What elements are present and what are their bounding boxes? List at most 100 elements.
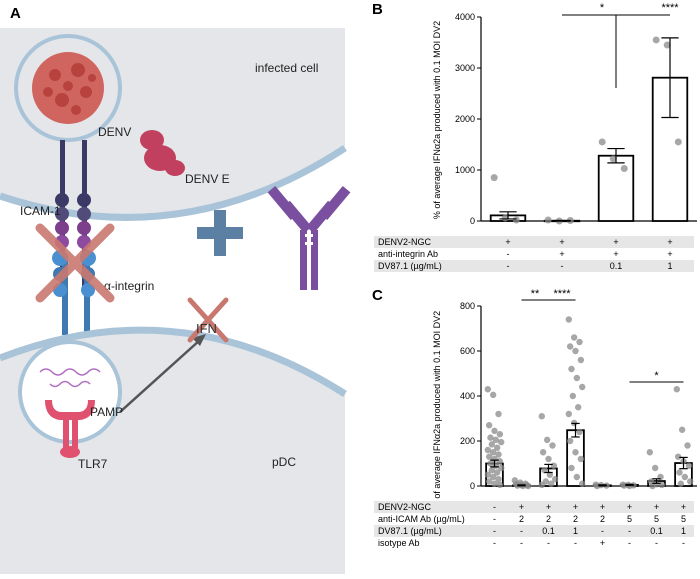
significance-label: * xyxy=(600,2,605,14)
infected-cell-label: infected cell xyxy=(255,61,318,75)
significance-label: **** xyxy=(661,2,679,14)
data-point xyxy=(566,437,574,445)
data-point xyxy=(544,216,552,224)
panel-b-letter: B xyxy=(372,1,383,18)
data-point xyxy=(485,478,493,485)
y-tick-label: 600 xyxy=(460,346,475,356)
table-cell: 2 xyxy=(519,514,524,524)
panel-a-letter: A xyxy=(10,5,21,22)
data-point xyxy=(489,449,497,456)
data-point xyxy=(541,467,548,474)
panel-b: B % of average IFNα2a produced with 0.1 … xyxy=(372,1,697,272)
data-point xyxy=(649,482,656,490)
table-cell: + xyxy=(505,237,510,247)
denv-e-label: DENV E xyxy=(185,172,230,186)
y-tick-label: 2000 xyxy=(455,114,475,124)
y-tick-label: 0 xyxy=(470,481,475,491)
table-row-label: DENV2-NGC xyxy=(378,502,432,512)
denv-e-protein xyxy=(140,130,185,176)
denv-label: DENV xyxy=(98,125,131,139)
ifn-blocked-cross xyxy=(187,297,229,343)
denv-virus-texture xyxy=(43,63,96,115)
table-cell: + xyxy=(559,249,564,259)
panel-a: A infected cell DENV DENV E xyxy=(0,5,351,574)
data-point xyxy=(512,216,520,224)
table-cell: 5 xyxy=(681,514,686,524)
data-point xyxy=(550,462,558,469)
data-point xyxy=(674,138,682,146)
y-tick-label: 800 xyxy=(460,301,475,311)
infected-cell-membrane xyxy=(0,145,347,221)
data-point xyxy=(484,471,492,478)
y-tick-label: 0 xyxy=(470,216,475,226)
data-point xyxy=(493,469,501,476)
table-row-bg xyxy=(374,501,694,513)
data-point xyxy=(488,441,496,448)
ifn-label: IFN xyxy=(196,321,217,336)
panel-b-condition-table: DENV2-NGC++++anti-integrin Ab-+++DV87.1 … xyxy=(374,236,694,272)
table-cell: 2 xyxy=(600,514,605,524)
y-tick-label: 200 xyxy=(460,436,475,446)
data-point xyxy=(652,36,660,44)
table-cell: - xyxy=(601,526,604,536)
endosome xyxy=(18,340,122,444)
data-point xyxy=(496,481,504,489)
significance-label: **** xyxy=(553,288,571,300)
data-point xyxy=(485,422,493,429)
data-point xyxy=(539,449,547,456)
data-point xyxy=(569,392,577,400)
data-point xyxy=(574,404,582,411)
data-point xyxy=(489,391,497,399)
data-point xyxy=(501,214,509,222)
data-point xyxy=(549,442,556,449)
table-cell: 0.1 xyxy=(542,526,555,536)
table-cell: 5 xyxy=(627,514,632,524)
pamp-label: PAMP xyxy=(90,405,123,419)
panel-c-ylabel: % of average IFNα2a produced with 0.1 MO… xyxy=(432,311,442,509)
table-cell: + xyxy=(627,502,632,512)
data-point xyxy=(678,426,686,433)
data-point xyxy=(674,453,682,460)
data-point xyxy=(681,473,689,481)
data-point xyxy=(551,476,559,483)
table-cell: - xyxy=(628,538,631,548)
data-point xyxy=(626,482,633,490)
data-point xyxy=(566,343,574,350)
table-cell: + xyxy=(559,237,564,247)
data-point xyxy=(646,449,654,456)
table-cell: - xyxy=(574,538,577,548)
data-point xyxy=(573,473,581,481)
data-point xyxy=(493,444,501,451)
data-point xyxy=(620,164,628,172)
data-point xyxy=(524,482,532,490)
data-point xyxy=(487,434,494,441)
data-point xyxy=(677,480,685,487)
data-point xyxy=(491,480,498,487)
data-point xyxy=(684,442,691,449)
data-point xyxy=(577,356,585,364)
data-point xyxy=(485,453,493,460)
significance-label: * xyxy=(654,370,659,382)
data-point xyxy=(568,464,575,472)
data-point xyxy=(577,455,585,463)
table-row-label: DENV2-NGC xyxy=(378,237,432,247)
pamp-rna xyxy=(39,368,101,376)
panel-b-ylabel: % of average IFNα2a produced with 0.1 MO… xyxy=(432,21,442,219)
icam1-label: ICAM-1 xyxy=(20,204,61,218)
table-cell: - xyxy=(520,526,523,536)
table-cell: - xyxy=(628,526,631,536)
data-point xyxy=(495,410,502,418)
data-point xyxy=(491,427,498,435)
pdc-cell-membrane xyxy=(0,326,347,397)
ifn-arrow xyxy=(119,339,201,413)
table-row-label: isotype Ab xyxy=(378,538,420,548)
data-point xyxy=(658,481,666,489)
table-cell: + xyxy=(600,538,605,548)
table-cell: 2 xyxy=(546,514,551,524)
table-cell: 0.1 xyxy=(650,526,663,536)
table-row-label: DV87.1 (µg/mL) xyxy=(378,261,442,271)
data-point xyxy=(572,347,579,355)
data-point xyxy=(576,338,583,346)
